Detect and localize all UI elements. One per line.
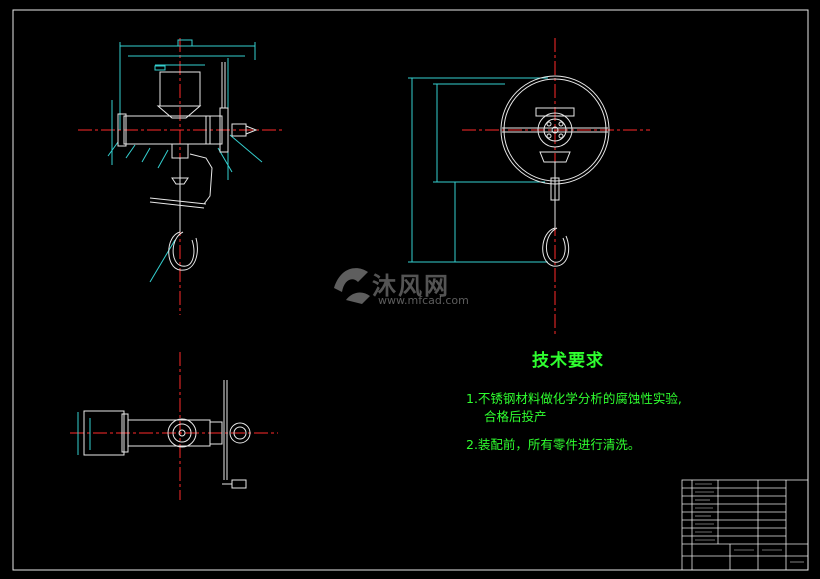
front-view <box>78 38 285 315</box>
title-block-fill-marks <box>695 483 804 563</box>
title-block <box>681 479 809 571</box>
front-view-dimensions <box>107 39 263 283</box>
sheet-border <box>12 9 809 571</box>
top-view <box>70 352 278 500</box>
watermark-name: 沐风网 <box>372 272 450 300</box>
side-view-body <box>500 75 610 267</box>
watermark-logo-icon <box>334 268 370 304</box>
front-view-body <box>117 62 258 271</box>
top-view-body <box>83 380 251 489</box>
tech-requirements-title: 技术要求 <box>532 351 604 371</box>
tech-requirement-1-line-1: 1.不锈钢材料做化学分析的腐蚀性实验, <box>466 391 682 406</box>
tech-requirement-1-line-2: 合格后投产 <box>484 409 547 424</box>
top-view-dimensions <box>77 412 91 455</box>
watermark-url: www.mfcad.com <box>378 294 469 307</box>
tech-requirement-2: 2.装配前，所有零件进行清洗。 <box>466 437 641 452</box>
side-view <box>408 38 650 335</box>
side-view-dimensions <box>408 77 548 263</box>
